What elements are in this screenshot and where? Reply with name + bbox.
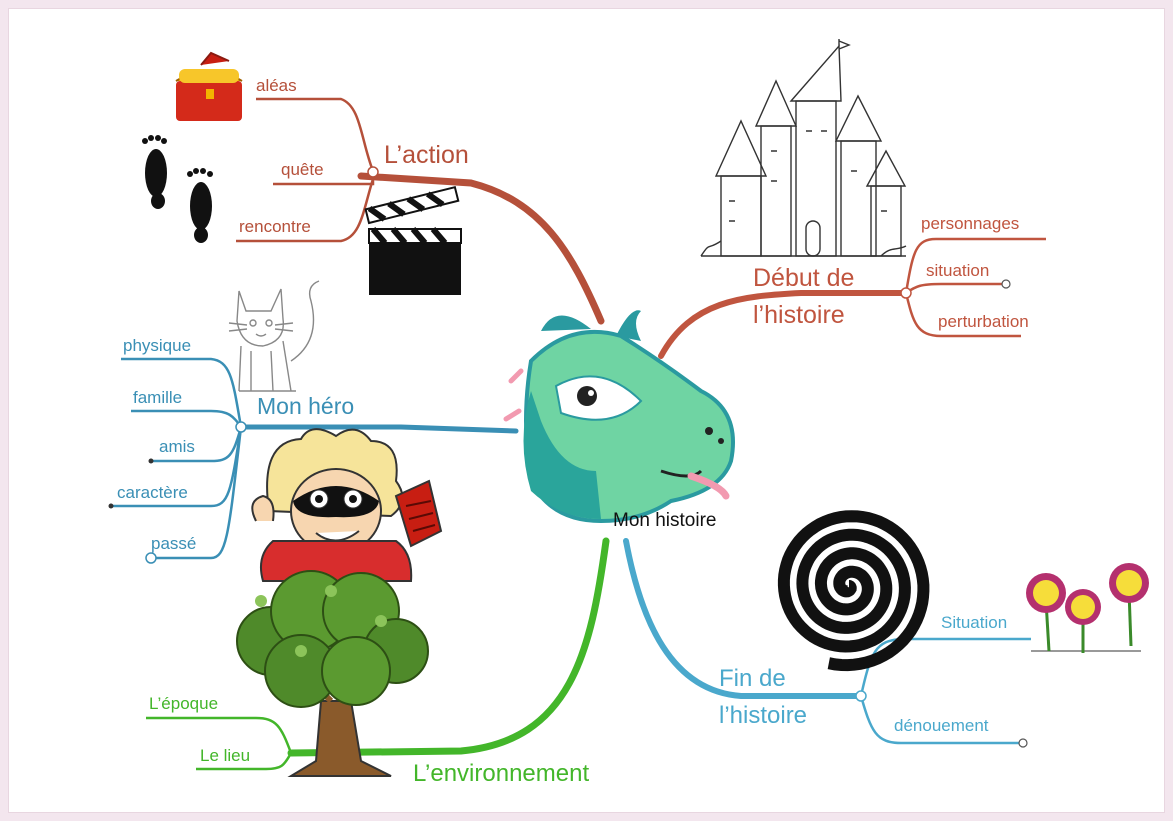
debut-child-personnages: personnages — [921, 214, 1019, 233]
footprints-icon — [142, 135, 213, 243]
debut-child-perturbation: perturbation — [938, 312, 1029, 331]
heros-child-passe: passé — [151, 534, 196, 553]
branch-action — [236, 97, 605, 325]
flowers-icon — [1026, 563, 1149, 653]
mindmap-svg: Mon histoire L’action aléas quête rencon… — [108, 39, 1149, 787]
heros-child-caractere: caractère — [117, 483, 188, 502]
fin-child-situation: Situation — [941, 613, 1007, 632]
debut-label-line2: l’histoire — [753, 301, 845, 329]
clapperboard-icon — [364, 185, 462, 295]
spiral-icon — [777, 510, 930, 672]
dragon-icon — [503, 310, 735, 524]
heros-child-amis: amis — [159, 437, 195, 456]
castle-icon — [700, 39, 907, 257]
action-label: L’action — [384, 141, 469, 169]
heros-child-physique: physique — [123, 336, 191, 355]
tree-icon — [236, 570, 429, 777]
environnement-child-epoque: L’époque — [149, 694, 218, 713]
hero-kid-icon — [251, 428, 443, 582]
environnement-label: L’environnement — [413, 760, 589, 787]
branch-fin — [623, 538, 1031, 748]
fin-child-denouement: dénouement — [894, 716, 989, 735]
mindmap-canvas: Mon histoire L’action aléas quête rencon… — [8, 8, 1165, 813]
cat-icon — [228, 280, 320, 392]
heros-label: Mon héro — [257, 393, 354, 419]
action-child-rencontre: rencontre — [239, 217, 311, 236]
fin-label-line1: Fin de — [719, 665, 786, 692]
action-child-quete: quête — [281, 160, 324, 179]
treasure-chest-icon — [175, 51, 243, 121]
environnement-child-lieu: Le lieu — [200, 746, 250, 765]
heros-child-famille: famille — [133, 388, 182, 407]
branch-environnement — [146, 537, 610, 771]
branch-heros — [108, 357, 519, 564]
center-label: Mon histoire — [613, 510, 717, 531]
debut-label-line1: Début de — [753, 264, 854, 292]
action-child-aleas: aléas — [256, 76, 297, 95]
fin-label-line2: l’histoire — [719, 702, 807, 729]
debut-child-situation: situation — [926, 261, 989, 280]
branch-debut — [658, 237, 1046, 359]
